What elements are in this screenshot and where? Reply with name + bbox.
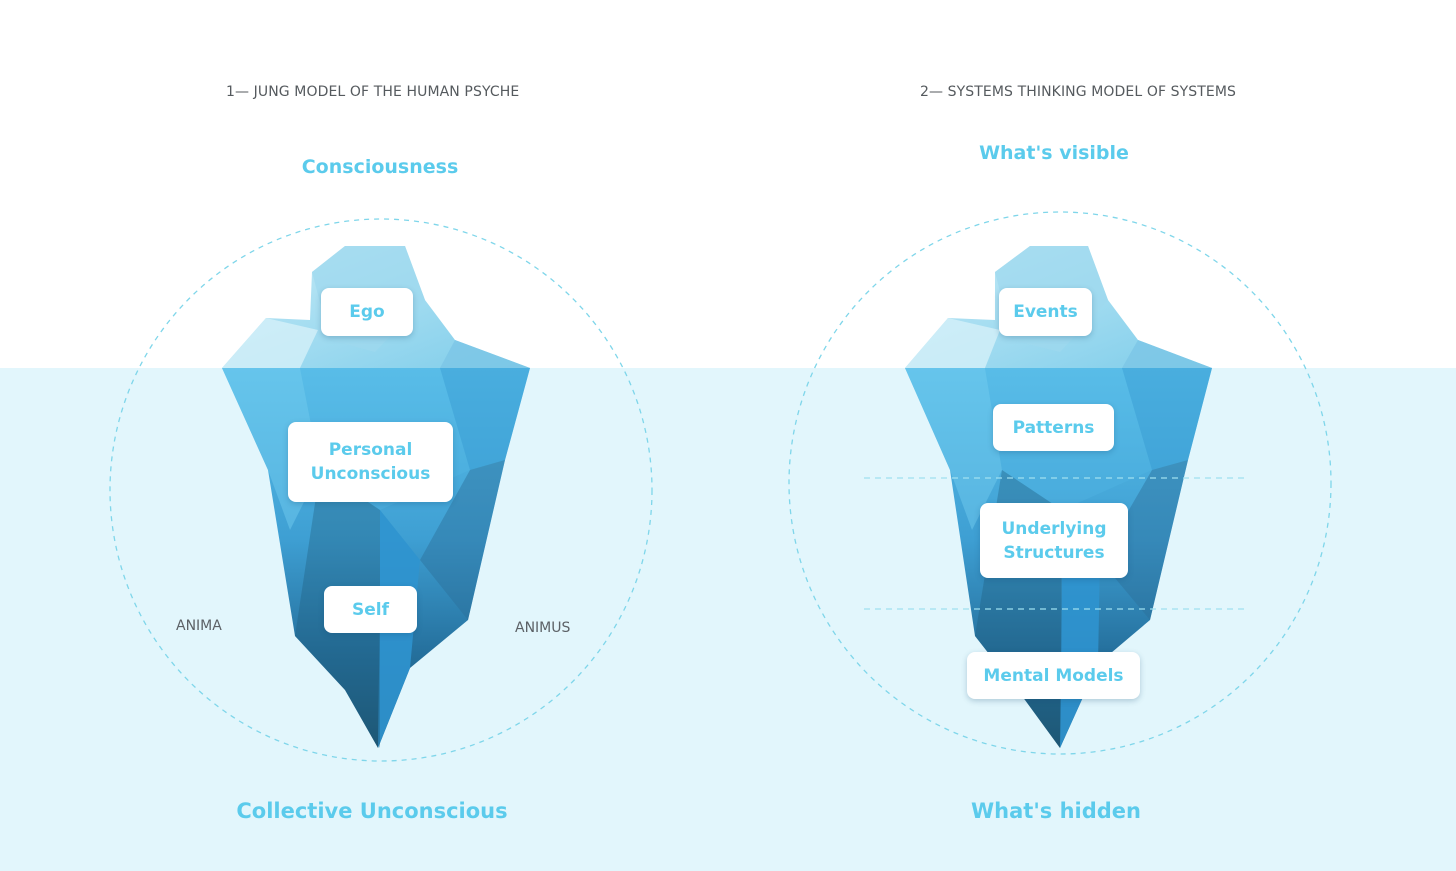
jung-top-caption: Consciousness <box>301 156 459 178</box>
self-box: Self <box>324 586 417 633</box>
systems-dashed-circle <box>788 211 1332 755</box>
systems-top-caption: What's visible <box>979 142 1129 164</box>
animus-label: ANIMUS <box>515 620 571 636</box>
water-background <box>0 368 1456 871</box>
patterns-box: Patterns <box>993 404 1114 451</box>
jung-heading: 1— JUNG MODEL OF THE HUMAN PSYCHE <box>226 84 520 100</box>
underlying-structures-box: Underlying Structures <box>980 503 1128 578</box>
jung-bottom-caption: Collective Unconscious <box>236 799 508 823</box>
mental-models-box: Mental Models <box>967 652 1140 699</box>
systems-heading: 2— SYSTEMS THINKING MODEL OF SYSTEMS <box>920 84 1237 100</box>
events-box: Events <box>999 288 1092 336</box>
jung-dashed-circle <box>109 218 653 762</box>
anima-label: ANIMA <box>176 618 222 634</box>
ego-box: Ego <box>321 288 413 336</box>
personal-unconscious-box: Personal Unconscious <box>288 422 453 502</box>
systems-bottom-caption: What's hidden <box>971 799 1141 823</box>
